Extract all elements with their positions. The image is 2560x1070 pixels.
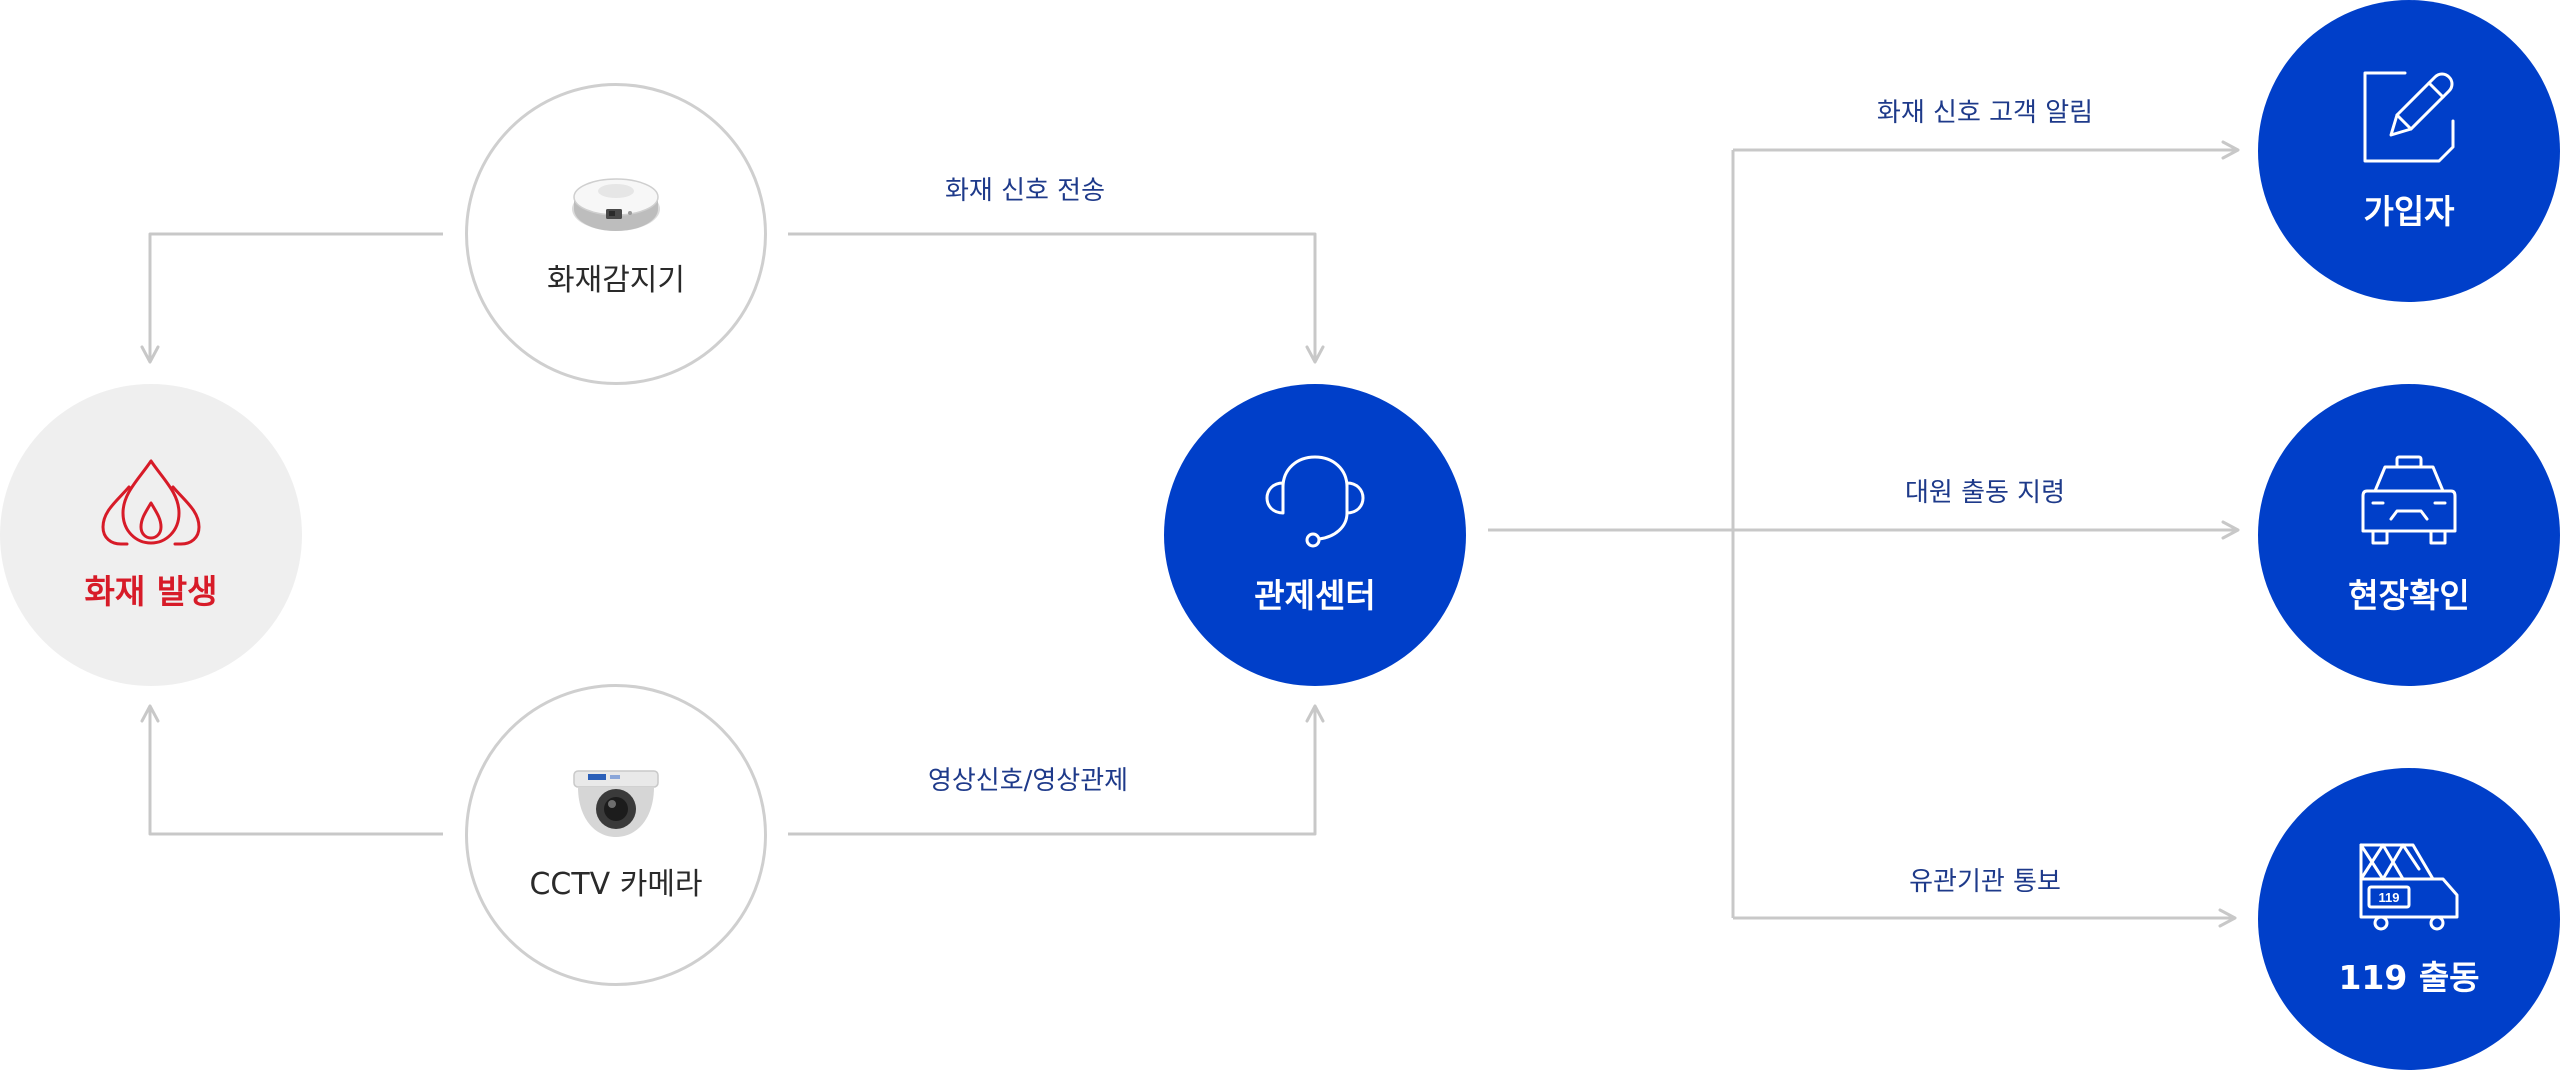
truck-badge-text: 119 [2379,890,2400,905]
smoke-detector-node: 화재감지기 [465,83,767,385]
control-center-node: 관제센터 [1164,384,1466,686]
fire-truck-icon: 119 [2359,843,2459,931]
connector-detector-to-fire [140,232,443,364]
site-check-node: 현장확인 [2258,384,2560,686]
edge-label-video-signal: 영상신호/영상관제 [927,766,1129,796]
edge-label-fire-signal-transmit: 화재 신호 전송 [944,176,1106,206]
edge-label-dispatch-order: 대원 출동 지령 [1904,478,2066,508]
subscriber-node: 가입자 [2258,0,2560,302]
patrol-car-icon [2361,455,2457,545]
smoke-detector-node-label: 화재감지기 [547,263,685,298]
edit-icon [2363,71,2455,163]
connector-cctv-to-center [788,704,1325,836]
subscriber-node-label: 가입자 [2363,192,2455,231]
smoke-detector-icon [572,178,660,231]
control-center-node-label: 관제센터 [1254,576,1376,615]
connector-cctv-to-fire [140,704,443,836]
edge-label-customer-alert: 화재 신호 고객 알림 [1876,98,2094,128]
headset-icon [1265,455,1365,548]
site-check-node-label: 현장확인 [2348,576,2470,615]
fire-node: 화재 발생 [0,384,302,686]
flame-icon [101,459,201,546]
connector-detector-to-center [788,232,1325,364]
edge-label-agency-notice: 유관기관 통보 [1909,867,2061,897]
dispatch-119-node: 119 119 출동 [2258,768,2560,1070]
cctv-node-label: CCTV 카메라 [529,867,703,902]
fire-node-label: 화재 발생 [84,572,218,611]
dispatch-119-node-label: 119 출동 [2338,958,2480,997]
cctv-node: CCTV 카메라 [465,684,767,986]
cctv-camera-icon [573,770,659,837]
